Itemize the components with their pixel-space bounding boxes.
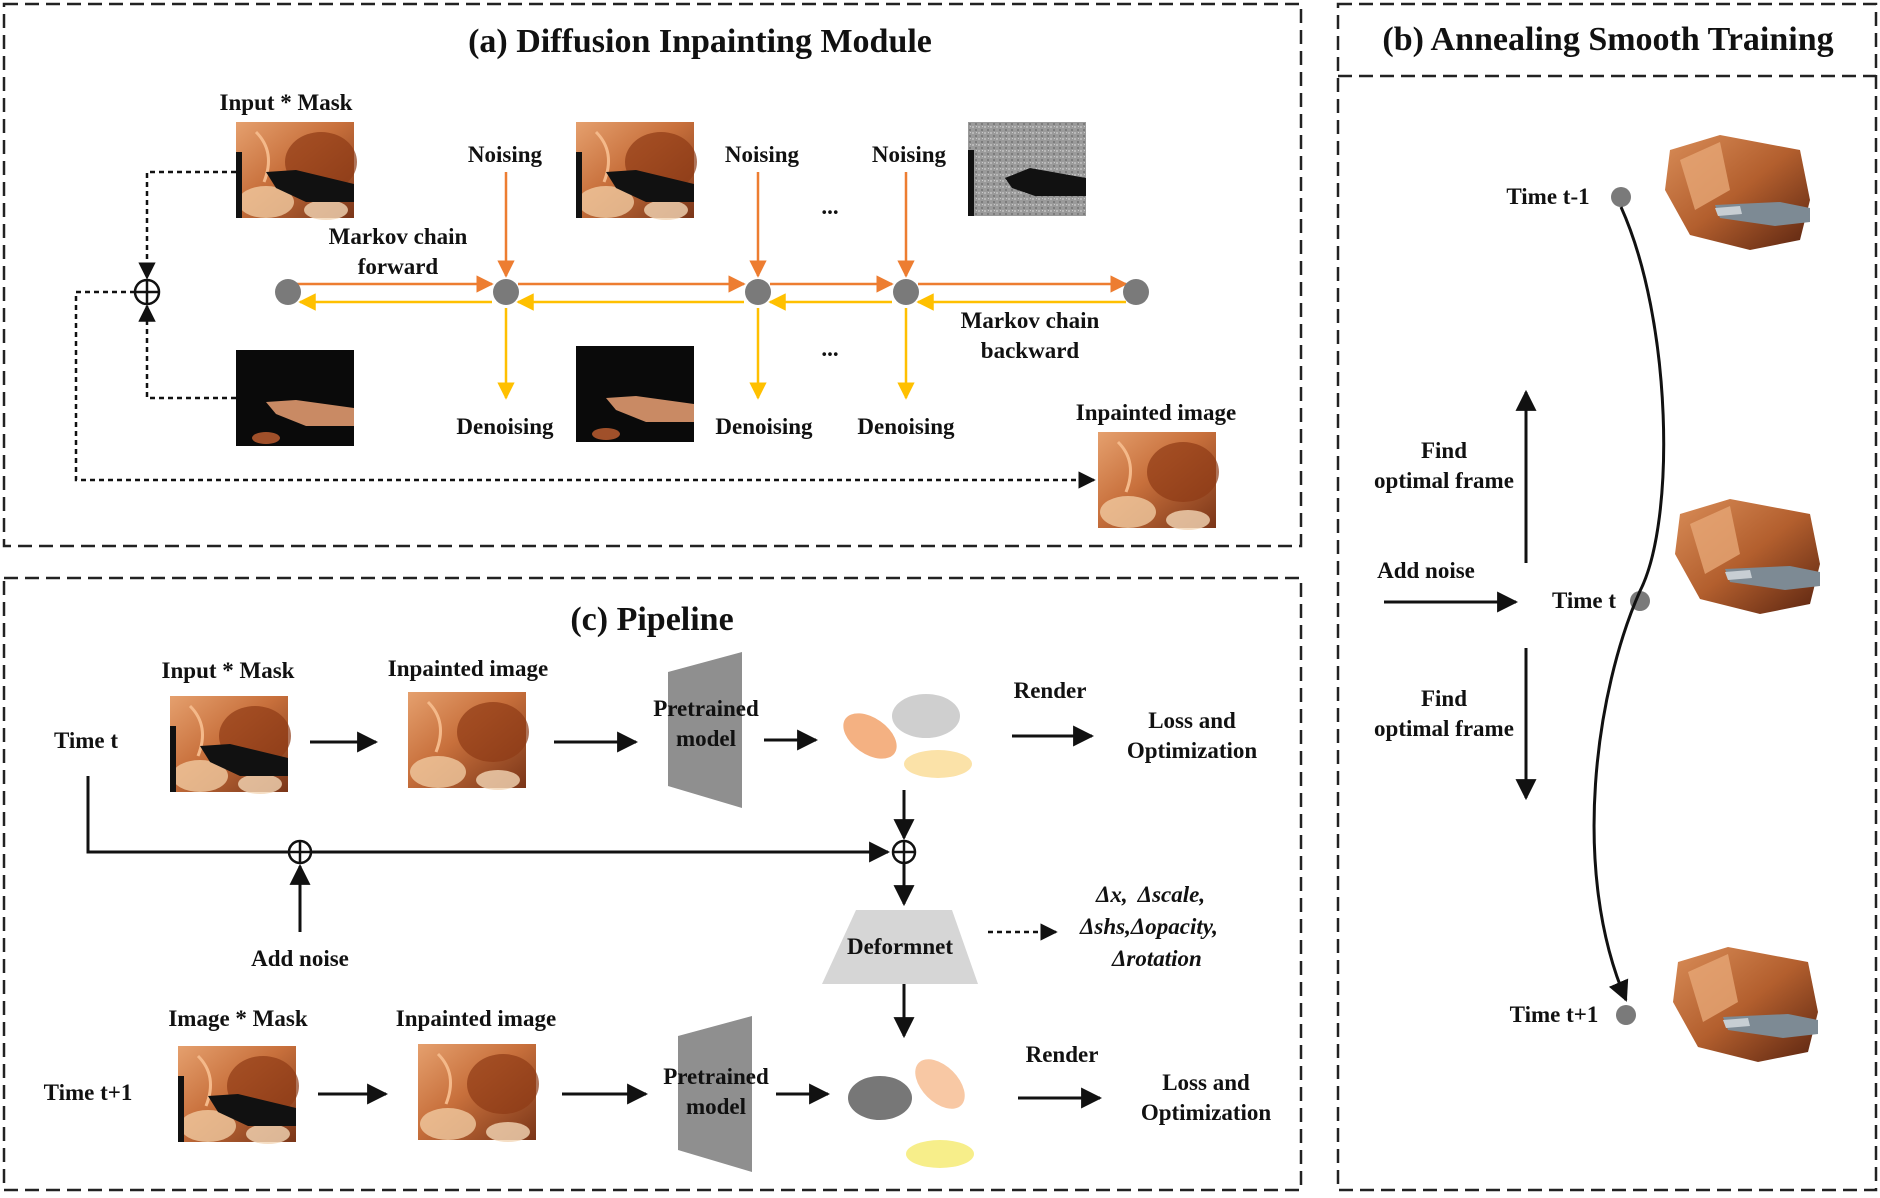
delta-x: x, xyxy=(1109,882,1127,907)
denoising-label-2: Denoising xyxy=(715,414,813,439)
combine-node-c2 xyxy=(891,839,917,865)
render-label-2: Render xyxy=(1026,1042,1099,1067)
inpainted-label-c2: Inpainted image xyxy=(396,1006,556,1031)
markov-forward-label-1: Markov chain xyxy=(329,224,468,249)
panel-c-title: (c) Pipeline xyxy=(570,601,733,638)
panel-a-frame xyxy=(2,2,1303,548)
input-mask-image xyxy=(236,122,357,220)
find-down-label-1: Find xyxy=(1421,686,1467,711)
mask-to-node-top xyxy=(138,170,236,280)
delta-symbol-5: Δ xyxy=(1111,946,1126,971)
input-mask-image-c xyxy=(170,696,291,794)
image-mask-label-c: Image * Mask xyxy=(168,1006,307,1031)
time-prev-label: Time t-1 xyxy=(1506,184,1589,209)
find-up-label-2: optimal frame xyxy=(1374,468,1514,493)
delta-symbol-1: Δ xyxy=(1095,882,1110,907)
pretrained-label-1b: model xyxy=(676,726,736,751)
inpainted-image-c2 xyxy=(416,1042,541,1144)
gaussians-2 xyxy=(848,1059,974,1168)
noising-label-2: Noising xyxy=(725,142,800,167)
ellipsis-bottom: ... xyxy=(821,336,838,361)
delta-line-2: Δshs,Δopacity, xyxy=(1079,914,1218,939)
chain-node-start xyxy=(275,279,301,305)
delta-opacity: opacity, xyxy=(1145,914,1218,939)
chain-node-1 xyxy=(493,279,519,305)
inpainted-image xyxy=(1096,430,1221,532)
panel-c-frame xyxy=(2,576,1303,1192)
delta-shs: shs, xyxy=(1093,914,1130,939)
find-down-label-2: optimal frame xyxy=(1374,716,1514,741)
mask-image xyxy=(236,350,354,446)
noising-label-1: Noising xyxy=(468,142,543,167)
panel-b-title: (b) Annealing Smooth Training xyxy=(1382,21,1833,58)
denoising-label-3: Denoising xyxy=(857,414,955,439)
organ-render-prev xyxy=(1665,135,1810,250)
time-prev-node xyxy=(1611,187,1631,207)
render-label-1: Render xyxy=(1014,678,1087,703)
delta-line-3: Δrotation xyxy=(1111,946,1202,971)
panel-a: (a) Diffusion Inpainting Module Input * … xyxy=(2,2,1303,548)
input-mask-label: Input * Mask xyxy=(220,90,353,115)
pretrained-label-2a: Pretrained xyxy=(663,1064,769,1089)
loss-label-1b: Optimization xyxy=(1127,738,1258,763)
denoising-label-1: Denoising xyxy=(456,414,554,439)
pretrained-model-2 xyxy=(678,1016,752,1172)
delta-rotation: rotation xyxy=(1126,946,1201,971)
time-now-label: Time t xyxy=(1552,588,1616,613)
time-t-label: Time t xyxy=(54,728,118,753)
panel-c: (c) Pipeline Time t Input * Mask Inpaint… xyxy=(2,576,1303,1192)
annealing-trajectory xyxy=(1592,206,1666,1002)
loss-label-2a: Loss and xyxy=(1162,1070,1250,1095)
panel-b: (b) Annealing Smooth Training Time t-1 T… xyxy=(1336,2,1878,1192)
panel-a-title: (a) Diffusion Inpainting Module xyxy=(468,23,932,60)
noising-label-3: Noising xyxy=(872,142,947,167)
pretrained-label-1a: Pretrained xyxy=(653,696,759,721)
denoised-image xyxy=(576,346,694,442)
loss-label-2b: Optimization xyxy=(1141,1100,1272,1125)
noised-image-1 xyxy=(576,122,697,220)
organ-render-next xyxy=(1673,947,1818,1062)
deformnet-label: Deformnet xyxy=(847,934,953,959)
pretrained-label-2b: model xyxy=(686,1094,746,1119)
inpainted-label-c1: Inpainted image xyxy=(388,656,548,681)
pretrained-model-1 xyxy=(668,652,742,808)
ellipsis-top: ... xyxy=(821,194,838,219)
markov-forward-label-2: forward xyxy=(358,254,439,279)
delta-symbol-2: Δ xyxy=(1137,882,1152,907)
chain-node-2 xyxy=(745,279,771,305)
delta-symbol-3: Δ xyxy=(1079,914,1094,939)
node-to-output-arrow xyxy=(74,290,1096,489)
markov-backward-label-2: backward xyxy=(981,338,1080,363)
deformnet-block xyxy=(822,910,978,984)
add-noise-label-b: Add noise xyxy=(1377,558,1475,583)
delta-scale: scale, xyxy=(1151,882,1205,907)
inpainted-image-label: Inpainted image xyxy=(1076,400,1236,425)
noised-image-final xyxy=(968,122,1086,216)
add-noise-label-c: Add noise xyxy=(251,946,349,971)
delta-symbol-4: Δ xyxy=(1130,914,1145,939)
loss-label-1a: Loss and xyxy=(1148,708,1236,733)
input-mask-label-c: Input * Mask xyxy=(162,658,295,683)
mask-to-node-bottom xyxy=(138,304,236,400)
chain-node-end xyxy=(1123,279,1149,305)
time-next-label: Time t+1 xyxy=(1510,1002,1599,1027)
time-t1-label: Time t+1 xyxy=(44,1080,133,1105)
gaussians-1 xyxy=(843,694,972,778)
combine-node xyxy=(133,278,161,306)
delta-params: Δx,Δscale, Δshs,Δopacity, Δrotation xyxy=(1079,882,1218,971)
time-t-line xyxy=(86,776,288,854)
inpainted-image-c1 xyxy=(406,690,531,792)
combine-node-c1 xyxy=(287,839,313,865)
find-up-label-1: Find xyxy=(1421,438,1467,463)
chain-node-3 xyxy=(893,279,919,305)
markov-backward-label-1: Markov chain xyxy=(961,308,1100,333)
organ-render-now xyxy=(1675,499,1820,614)
image-mask-image-c xyxy=(178,1046,299,1144)
time-next-node xyxy=(1616,1005,1636,1025)
delta-line-1: Δx,Δscale, xyxy=(1095,882,1205,907)
